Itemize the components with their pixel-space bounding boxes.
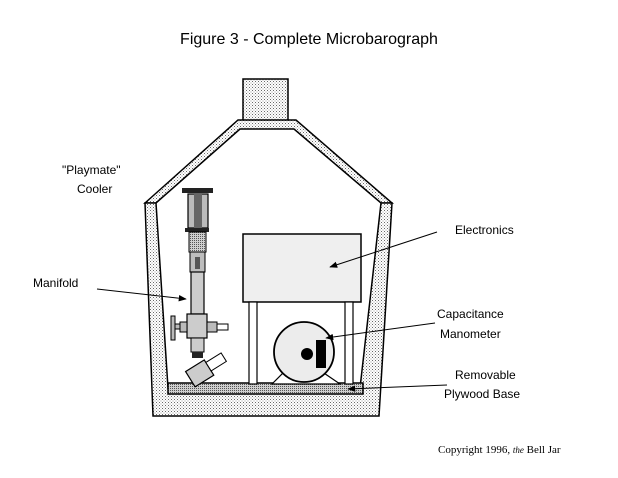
manifold-pointer	[96, 288, 187, 302]
electronics-pointer	[329, 231, 438, 268]
cooler-label-line2: Cooler	[77, 182, 113, 196]
base-label-line2: Plywood Base	[444, 387, 521, 401]
electronics-box	[242, 233, 362, 385]
manometer-label-line1: Capacitance	[437, 307, 504, 321]
copyright-prefix: Copyright 1996,	[438, 444, 511, 456]
manometer-pointer	[325, 322, 436, 341]
leader-lines	[96, 231, 448, 392]
copyright-italic: the	[512, 445, 524, 455]
electronics-label: Electronics	[455, 223, 514, 237]
copyright-notice: Copyright 1996, the Bell Jar	[438, 444, 561, 456]
base-label-line1: Removable	[455, 368, 516, 382]
capacitance-manometer	[270, 321, 342, 385]
copyright-suffix: Bell Jar	[526, 444, 561, 456]
manifold-label: Manifold	[33, 276, 79, 290]
manometer-label-line2: Manometer	[440, 327, 501, 341]
figure-title: Figure 3 - Complete Microbarograph	[180, 31, 438, 48]
manifold-assembly	[170, 188, 229, 388]
base-pointer	[347, 384, 448, 392]
cooler-label-line1: "Playmate"	[62, 163, 121, 177]
